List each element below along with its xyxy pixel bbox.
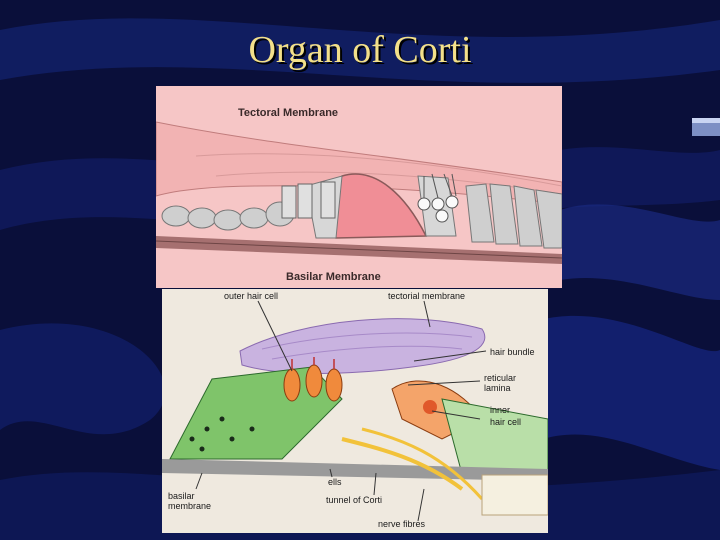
tunnel-of-corti-label: tunnel of Corti	[326, 495, 382, 505]
slide-title: Organ of Corti	[248, 29, 472, 71]
inner-hair-cell-label-2: hair cell	[490, 417, 521, 427]
basilar-membrane-label: Basilar Membrane	[286, 271, 381, 283]
cells-label: ells	[328, 477, 342, 487]
reticular-lamina-label-1: reticular	[484, 373, 516, 383]
basilar-membrane-label-2: membrane	[168, 501, 211, 511]
organ-of-corti-simplified-diagram: Tectoral Membrane Basilar Membrane	[156, 86, 562, 288]
tectoral-membrane-label: Tectoral Membrane	[238, 107, 338, 119]
organ-of-corti-detailed-illustration: outer hair cell tectorial membrane hair …	[162, 289, 548, 533]
inner-hair-cell-label-1: inner	[490, 405, 510, 415]
basilar-membrane-label-1: basilar	[168, 491, 195, 501]
hair-bundle-label: hair bundle	[490, 347, 535, 357]
reticular-lamina-label-2: lamina	[484, 383, 511, 393]
tectorial-membrane-label: tectorial membrane	[388, 291, 465, 301]
nerve-fibres-label: nerve fibres	[378, 519, 426, 529]
outer-hair-cell-label: outer hair cell	[224, 291, 278, 301]
